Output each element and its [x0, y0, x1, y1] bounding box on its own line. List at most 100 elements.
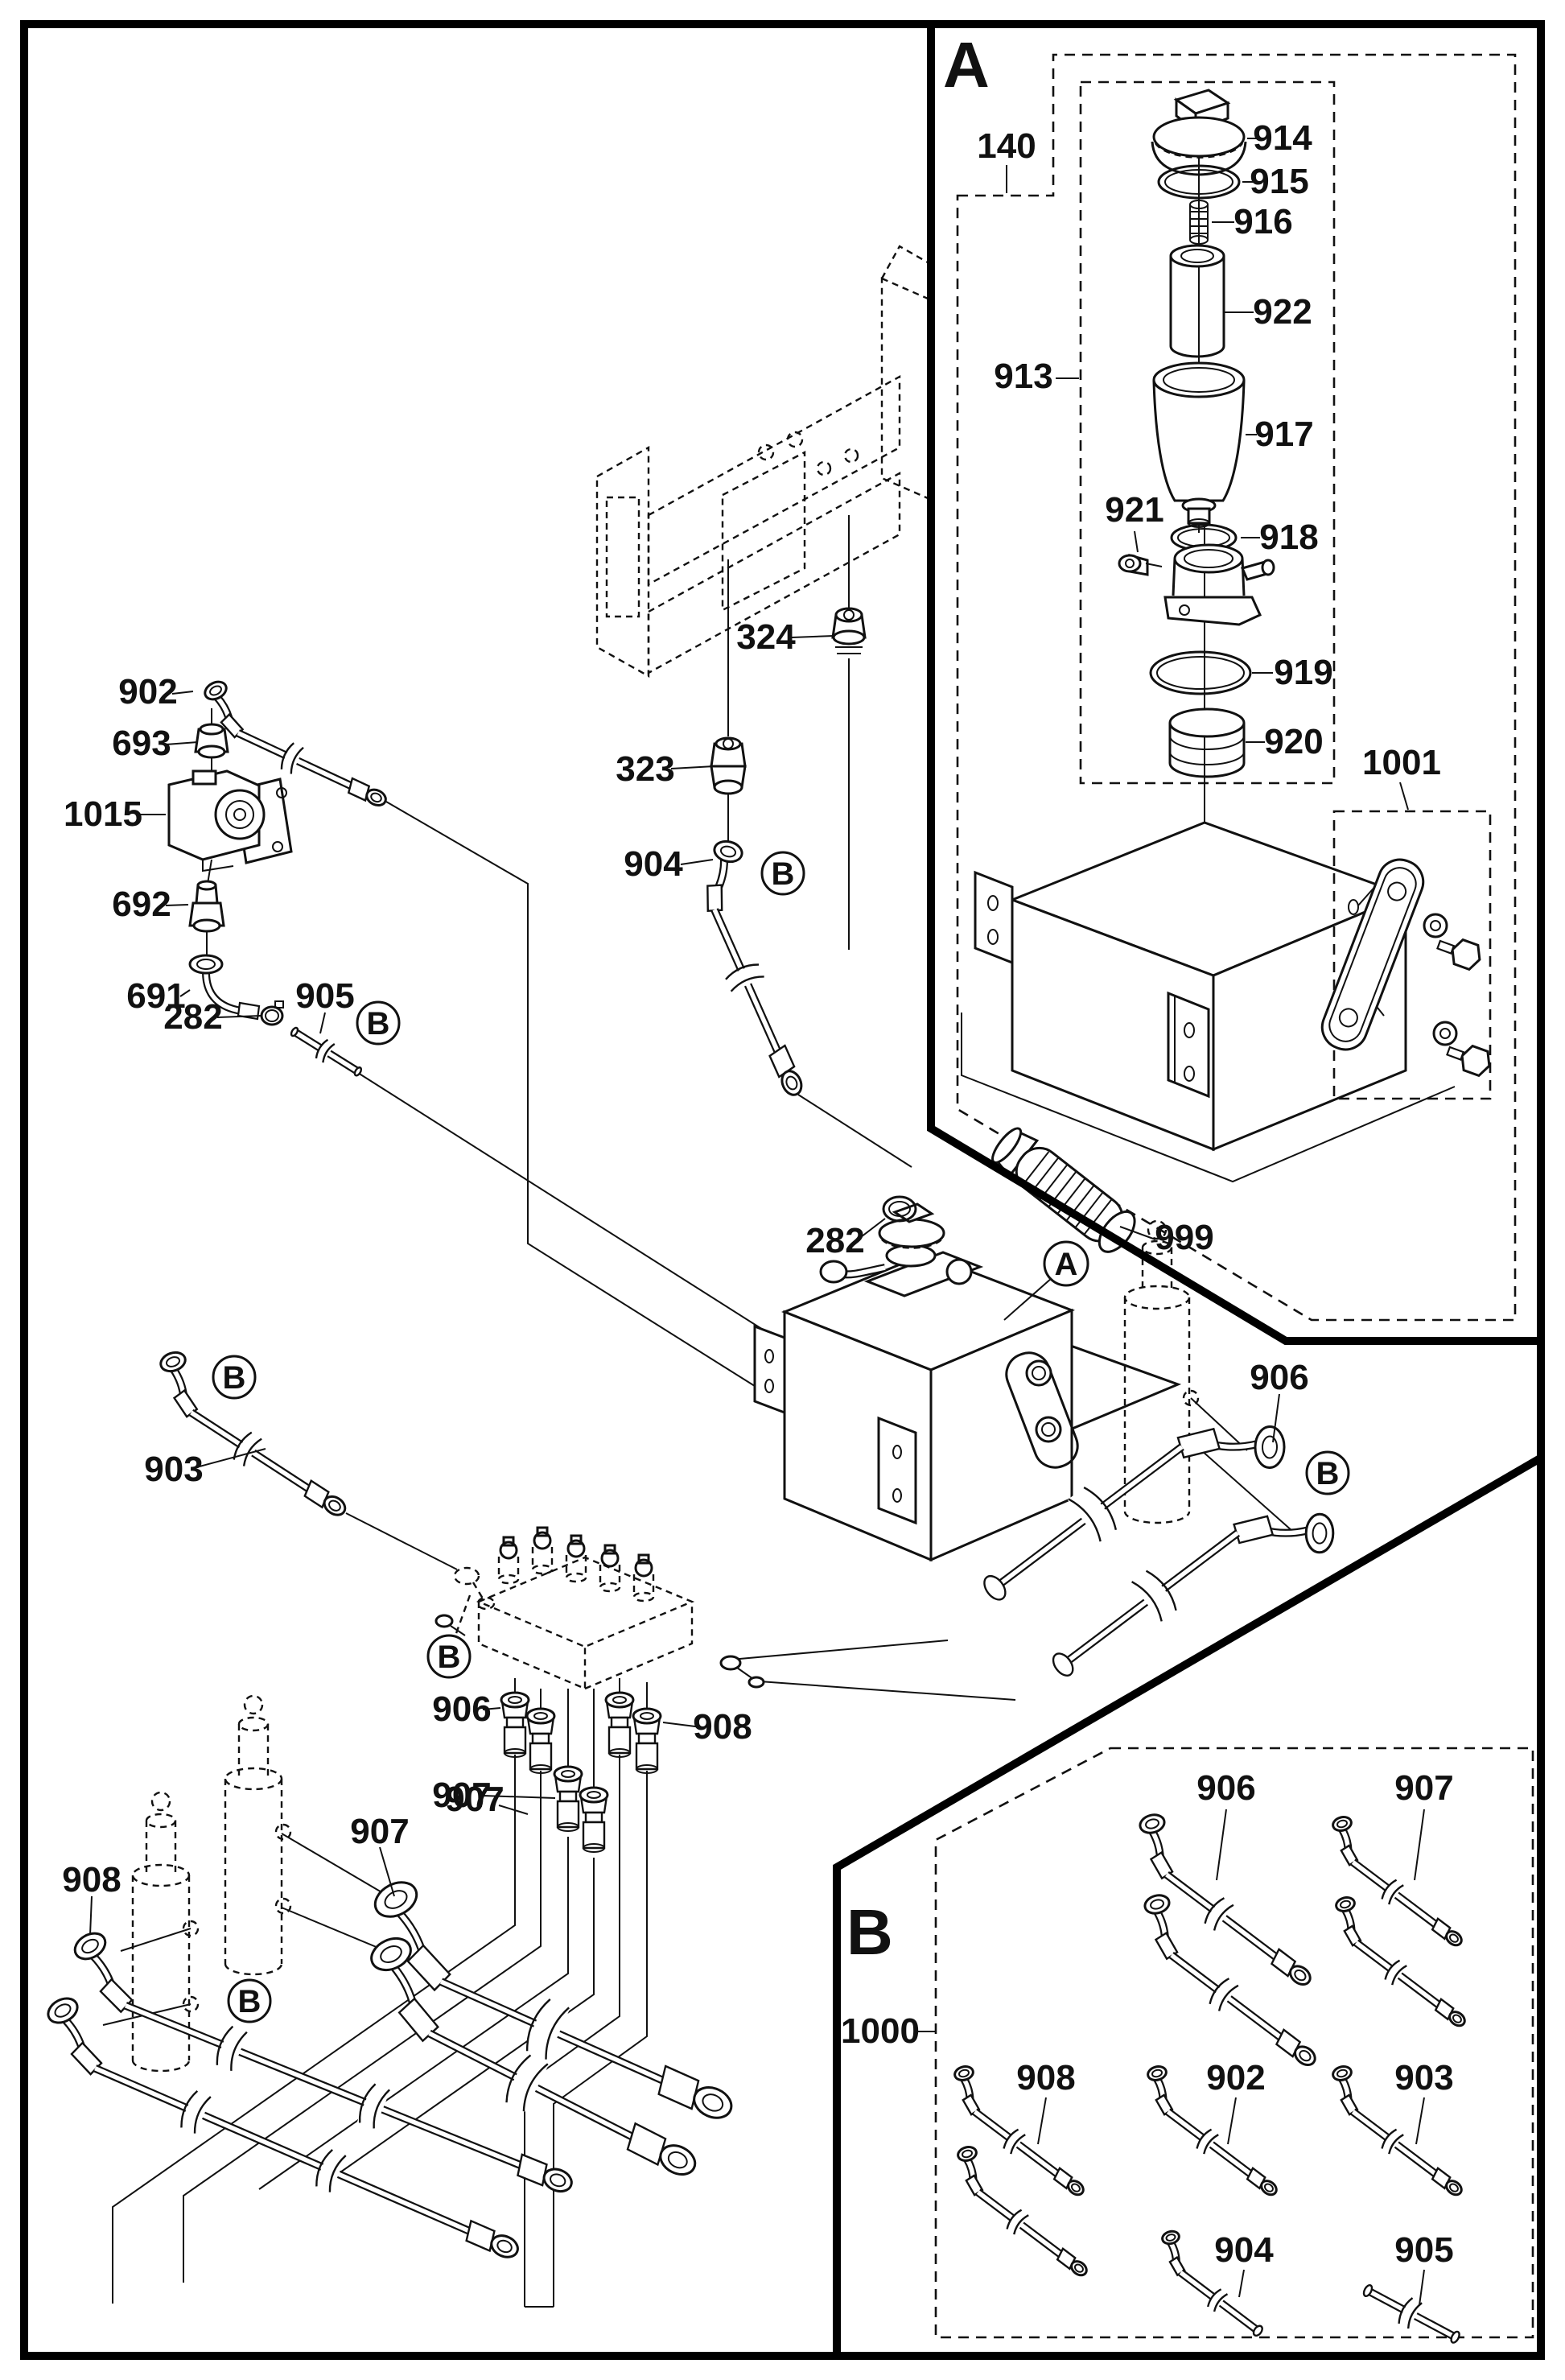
- label-1001: 1001: [1362, 743, 1441, 782]
- clamp-282-tank: [882, 1195, 917, 1223]
- label-kit-906: 906: [1196, 1768, 1255, 1808]
- inset-a: [956, 53, 1517, 1322]
- box-140-dashed: [956, 53, 1517, 1322]
- label-915: 915: [1250, 162, 1308, 201]
- marker-letter: B: [772, 856, 795, 892]
- marker-letter: B: [238, 1984, 262, 2019]
- label-906: 906: [1250, 1358, 1308, 1397]
- page-border: [20, 20, 1545, 2360]
- fitting-921: [1118, 554, 1163, 576]
- inset-a-border: [927, 24, 1540, 1345]
- label-282-tank: 282: [805, 1221, 864, 1260]
- label-908-block: 908: [693, 1707, 752, 1747]
- inset-tank: [961, 821, 1456, 1183]
- oring-915: [1157, 164, 1241, 200]
- oring-919: [1149, 650, 1252, 695]
- box-913-dashed: [1079, 80, 1336, 785]
- leader-lines: [89, 138, 1425, 2306]
- inset-b-border: [833, 1454, 1542, 2354]
- fitting-692: [188, 880, 225, 933]
- label-999: 999: [1155, 1218, 1213, 1257]
- label-914: 914: [1253, 118, 1312, 158]
- label-693: 693: [112, 724, 171, 763]
- label-1000: 1000: [841, 2011, 920, 2051]
- label-907-block: 907: [432, 1776, 491, 1815]
- label-920: 920: [1264, 722, 1323, 761]
- fitting-323: [710, 736, 747, 795]
- label-919: 919: [1274, 653, 1332, 692]
- label-905: 905: [295, 976, 354, 1016]
- label-916: 916: [1233, 202, 1292, 241]
- marker-letter: B: [367, 1006, 390, 1042]
- box-1001-dashed: [1332, 810, 1492, 1100]
- box-1000-dashed: [934, 1747, 1534, 2339]
- label-kit-907: 907: [1394, 1768, 1453, 1808]
- borders: [20, 20, 1545, 2360]
- detail-marker-a-1: A: [1043, 1240, 1089, 1287]
- tube-922: [1169, 244, 1225, 358]
- label-913: 913: [994, 357, 1052, 396]
- inset-b: [933, 1747, 1534, 2352]
- label-906-block: 906: [432, 1689, 491, 1729]
- label-921: 921: [1105, 490, 1163, 530]
- label-692: 692: [112, 885, 171, 924]
- part-labels: A B 902 693 1015 692 691 282 905 324 323…: [62, 29, 1453, 2270]
- label-907-a: 907: [350, 1812, 409, 1851]
- label-904: 904: [624, 844, 683, 884]
- cap-914: [1151, 89, 1247, 176]
- flange-adapter: [1163, 543, 1275, 626]
- fitting-693: [194, 723, 229, 759]
- label-kit-904: 904: [1214, 2230, 1274, 2270]
- label-691: 691: [126, 976, 185, 1016]
- label-1015: 1015: [64, 794, 142, 834]
- label-907-b: 907: [445, 1780, 504, 1819]
- detail-marker-b-1: B: [760, 851, 805, 896]
- detail-marker-b-5: B: [227, 1978, 272, 2023]
- hydraulic-tank: [753, 1195, 1182, 1562]
- chassis-dashed-outline: [595, 245, 935, 679]
- label-917: 917: [1254, 415, 1313, 454]
- inset-b-letter: B: [846, 1896, 893, 1968]
- valve-block-dashed: [434, 1526, 765, 1793]
- label-kit-908: 908: [1016, 2058, 1075, 2097]
- clamp-282: [260, 1000, 284, 1026]
- marker-letter: B: [438, 1640, 461, 1675]
- label-908-left: 908: [62, 1860, 121, 1899]
- elbow-691: [188, 954, 261, 1021]
- coupler-dashed: [453, 1566, 496, 1636]
- label-kit-902: 902: [1206, 2058, 1265, 2097]
- cylinder-dashed-2: [224, 1694, 292, 1976]
- label-918: 918: [1259, 518, 1318, 557]
- label-903: 903: [144, 1450, 203, 1489]
- label-kit-905: 905: [1394, 2230, 1453, 2270]
- marker-letter: A: [1055, 1247, 1078, 1282]
- fitting-324: [831, 607, 867, 654]
- detail-marker-b-3: B: [212, 1355, 257, 1400]
- cylinder-dashed-1: [131, 1791, 200, 2073]
- hose-routing-lines: [102, 515, 1293, 2308]
- inset-a-letter: A: [943, 29, 990, 101]
- tank-filler-assembly: [819, 1202, 984, 1297]
- spring-916: [1189, 200, 1209, 245]
- tank-brackets: [753, 1324, 917, 1525]
- cover-plate-1001: [1320, 858, 1491, 1078]
- filter-999: [991, 1127, 1136, 1253]
- label-902: 902: [118, 672, 177, 712]
- label-324: 324: [736, 617, 796, 657]
- label-140: 140: [977, 126, 1036, 166]
- label-kit-903: 903: [1394, 2058, 1453, 2097]
- label-323: 323: [616, 749, 674, 789]
- detail-marker-b-4: B: [426, 1634, 472, 1679]
- tank-sight-glass: [1005, 1351, 1079, 1469]
- pump-1015: [167, 769, 293, 872]
- marker-letter: B: [223, 1360, 246, 1396]
- label-282: 282: [163, 997, 222, 1037]
- detail-marker-b-6: B: [1305, 1450, 1350, 1495]
- collar-920: [1168, 707, 1246, 778]
- marker-letter: B: [1316, 1456, 1340, 1491]
- label-922: 922: [1253, 292, 1312, 332]
- filter-cup-917: [1152, 361, 1246, 528]
